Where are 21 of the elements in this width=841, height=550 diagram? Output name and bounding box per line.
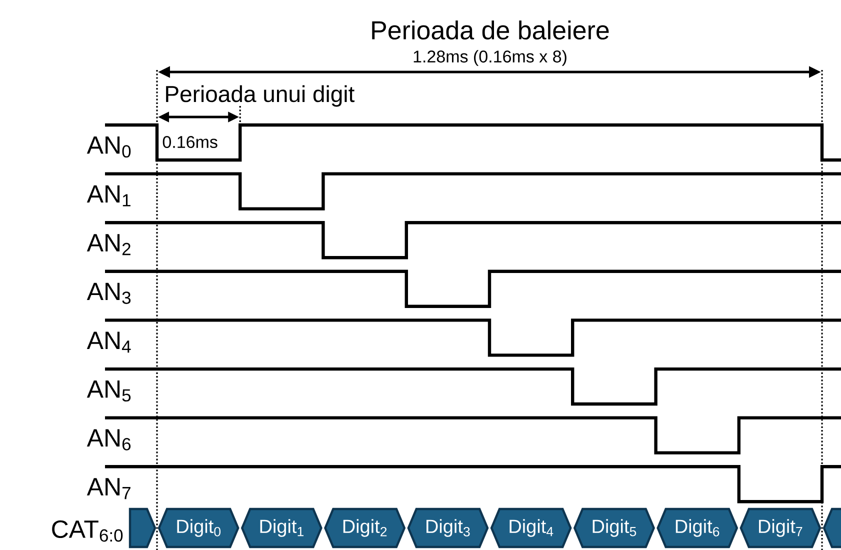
bus-segment: Digit$_{2}$ (324, 508, 406, 548)
signal-label: AN$_{4}$ (86, 332, 131, 353)
signal-label: AN$_{5}$ (86, 380, 131, 402)
dimension-label: 0.16ms (162, 136, 218, 148)
heading: Perioada unui digit (166, 85, 354, 107)
bus-segment (128, 508, 156, 548)
dimension-label: 1.28ms (0.16ms x 8) (414, 50, 566, 66)
signal-label: AN$_{2}$ (86, 234, 130, 256)
signal-label: AN$_{3}$ (86, 282, 131, 304)
signal-label: CAT$_{6:0}$ (52, 520, 123, 542)
signal-label: AN$_{0}$ (86, 136, 131, 158)
signal-label: AN$_{1}$ (86, 185, 130, 206)
signal-label: AN$_{7}$ (86, 478, 130, 500)
bus-segment: Digit$_{3}$ (407, 508, 489, 548)
bus-segment: Digit$_{4}$ (490, 508, 572, 548)
heading: Perioada de baleiere (372, 20, 609, 40)
bus-segment (822, 508, 841, 548)
bus-segment: Digit$_{6}$ (656, 508, 738, 548)
bus-segment: Digit$_{7}$ (740, 508, 822, 548)
bus-segment: Digit$_{0}$ (158, 508, 240, 548)
signal-label: AN$_{6}$ (86, 429, 131, 450)
